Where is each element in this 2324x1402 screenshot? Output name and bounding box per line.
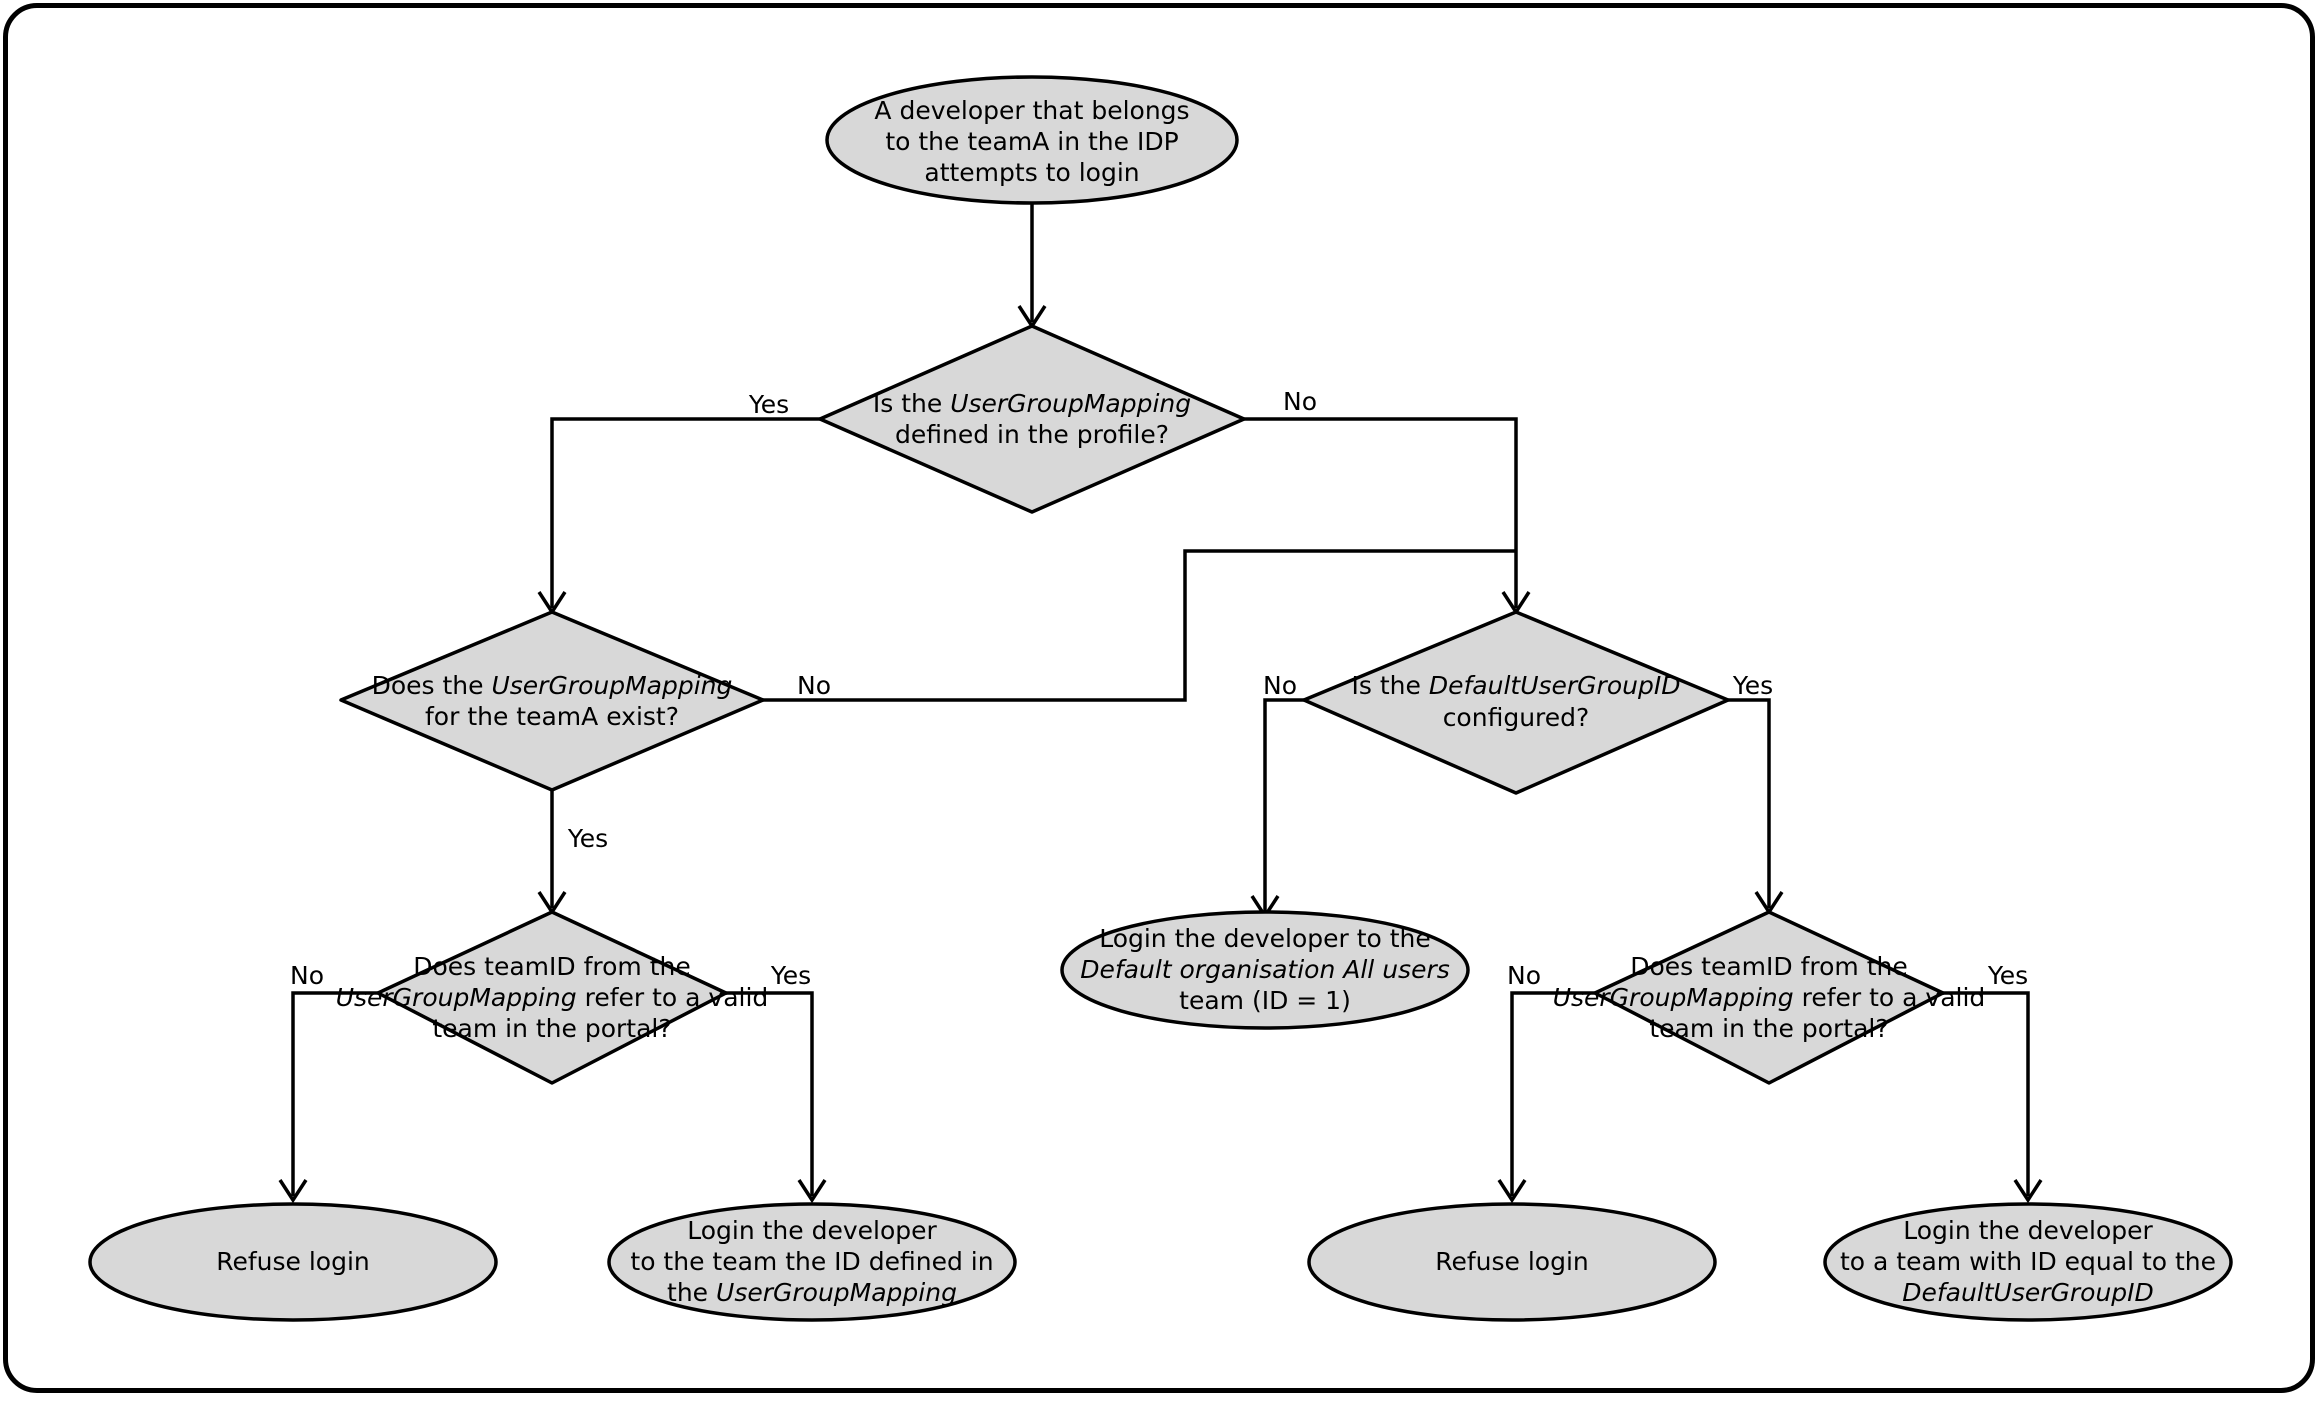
d5-label-3: team in the portal? xyxy=(1649,1014,1888,1043)
d5-diamond[interactable] xyxy=(1593,910,1945,1085)
edge-d3-no-to-default-org xyxy=(1263,698,1304,912)
d4-label-2: UserGroupMapping refer to a valid xyxy=(336,983,769,1012)
d3-label-2: configured? xyxy=(1443,703,1590,732)
login-default-label-3: DefaultUserGroupID xyxy=(1902,1278,2154,1307)
start-label-2: to the teamA in the IDP xyxy=(885,127,1178,156)
refuse-left-label: Refuse login xyxy=(216,1247,370,1276)
edge-label-d4-yes: Yes xyxy=(770,961,811,990)
d1-label-1: Is the UserGroupMapping xyxy=(873,389,1191,418)
edge-d4-yes-to-login-ugm xyxy=(726,991,814,1196)
node-default-org[interactable]: Login the developer to the Default organ… xyxy=(1060,910,1470,1030)
edge-label-d5-yes: Yes xyxy=(1987,961,2028,990)
arrow-d4-yes-to-login-ugm xyxy=(797,1179,827,1204)
node-d3[interactable]: Is the DefaultUserGroupID configured? xyxy=(1302,610,1730,795)
edge-labels-layer: Yes No No Yes No Yes No Yes No Yes xyxy=(290,387,2028,990)
d3-diamond[interactable] xyxy=(1302,610,1730,795)
d4-label-1: Does teamID from the xyxy=(413,952,690,981)
d4-diamond[interactable] xyxy=(376,910,728,1085)
login-default-label-1: Login the developer xyxy=(1903,1216,2153,1245)
d2-label-2: for the teamA exist? xyxy=(425,702,679,731)
default-org-label-3: team (ID = 1) xyxy=(1179,986,1351,1015)
node-refuse-left[interactable]: Refuse login xyxy=(88,1202,498,1322)
d2-diamond[interactable] xyxy=(339,610,765,792)
edge-d1-yes-to-d2 xyxy=(550,417,820,608)
arrow-d5-no-to-refuse-right xyxy=(1497,1179,1527,1204)
edge-label-d2-yes: Yes xyxy=(567,824,608,853)
login-ugm-label-1: Login the developer xyxy=(687,1216,937,1245)
node-d1[interactable]: Is the UserGroupMapping defined in the p… xyxy=(818,324,1246,514)
start-label-3: attempts to login xyxy=(924,158,1139,187)
edge-d4-no-to-refuse-left xyxy=(291,991,378,1196)
node-login-default[interactable]: Login the developer to a team with ID eq… xyxy=(1823,1202,2233,1322)
d4-label-3: team in the portal? xyxy=(432,1014,671,1043)
node-d2[interactable]: Does the UserGroupMapping for the teamA … xyxy=(339,610,765,792)
login-ugm-label-3: the UserGroupMapping xyxy=(667,1278,957,1307)
refuse-left-ellipse[interactable] xyxy=(88,1202,498,1322)
start-ellipse[interactable] xyxy=(825,75,1239,205)
default-org-ellipse[interactable] xyxy=(1060,910,1470,1030)
nodes-layer: A developer that belongs to the teamA in… xyxy=(88,75,2233,1322)
login-ugm-ellipse[interactable] xyxy=(607,1202,1017,1322)
login-ugm-label-2: to the team the ID defined in xyxy=(630,1247,993,1276)
node-d5[interactable]: Does teamID from the UserGroupMapping re… xyxy=(1553,910,1986,1085)
refuse-right-ellipse[interactable] xyxy=(1307,1202,1717,1322)
edge-label-d1-yes: Yes xyxy=(748,390,789,419)
edge-d5-no-to-refuse-right xyxy=(1510,991,1595,1196)
login-default-ellipse[interactable] xyxy=(1823,1202,2233,1322)
d1-diamond[interactable] xyxy=(818,324,1246,514)
edge-d3-yes-to-d5 xyxy=(1728,698,1771,908)
edges-layer xyxy=(278,203,2043,1204)
edge-label-d3-yes: Yes xyxy=(1732,671,1773,700)
d1-label-2: defined in the profile? xyxy=(895,420,1169,449)
edge-label-d3-no: No xyxy=(1263,671,1297,700)
node-login-ugm[interactable]: Login the developer to the team the ID d… xyxy=(607,1202,1017,1322)
refuse-right-label: Refuse login xyxy=(1435,1247,1589,1276)
d2-label-1: Does the UserGroupMapping xyxy=(372,671,733,700)
edge-d5-yes-to-login-default xyxy=(1943,991,2030,1196)
edge-d1-no-to-d3 xyxy=(1244,417,1518,608)
edge-label-d2-no: No xyxy=(797,671,831,700)
d5-label-2: UserGroupMapping refer to a valid xyxy=(1553,983,1986,1012)
d5-label-1: Does teamID from the xyxy=(1630,952,1907,981)
edge-d2-no-to-d3 xyxy=(763,549,1516,702)
node-d4[interactable]: Does teamID from the UserGroupMapping re… xyxy=(336,910,769,1085)
default-org-label-1: Login the developer to the xyxy=(1099,924,1431,953)
arrow-d4-no-to-refuse-left xyxy=(278,1179,308,1204)
edge-label-d5-no: No xyxy=(1507,961,1541,990)
login-default-label-2: to a team with ID equal to the xyxy=(1840,1247,2216,1276)
node-refuse-right[interactable]: Refuse login xyxy=(1307,1202,1717,1322)
arrow-d5-yes-to-login-default xyxy=(2013,1179,2043,1204)
edge-label-d1-no: No xyxy=(1283,387,1317,416)
start-label: A developer that belongs xyxy=(874,96,1189,125)
edge-label-d4-no: No xyxy=(290,961,324,990)
node-start[interactable]: A developer that belongs to the teamA in… xyxy=(825,75,1239,205)
d3-label-1: Is the DefaultUserGroupID xyxy=(1352,671,1681,700)
default-org-label-2: Default organisation All users xyxy=(1080,955,1450,984)
